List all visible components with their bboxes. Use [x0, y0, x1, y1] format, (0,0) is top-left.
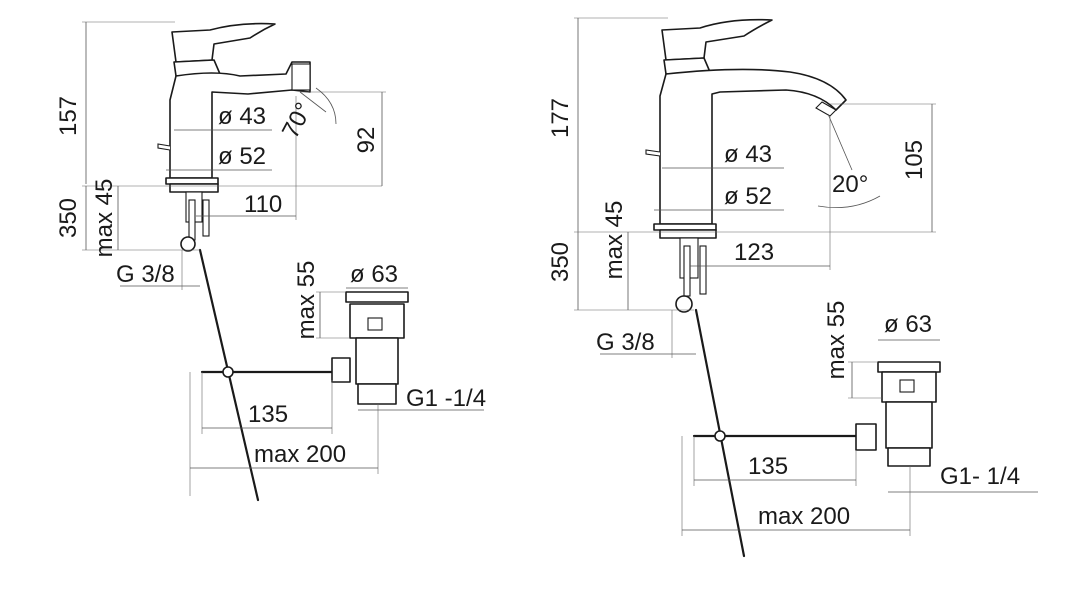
basin-angle-label: 20°	[832, 171, 868, 198]
basin-waste-body	[885, 401, 933, 449]
bidet-mixer-drawing: 157 70° ø 43 ø 52 92 max 45 350 110 G 3/…	[55, 21, 486, 502]
basin-base-ring	[653, 223, 717, 231]
bidet-thread-label: G1 -1/4	[406, 385, 486, 412]
basin-waste-tail	[887, 447, 931, 467]
bidet-height-label: 157	[55, 96, 82, 136]
bidet-d52-label: ø 52	[218, 143, 266, 170]
bidet-max55-label: max 55	[293, 261, 320, 340]
basin-lever-handle	[661, 18, 773, 61]
basin-hose-left	[683, 245, 691, 297]
basin-rod-clamp	[714, 430, 726, 442]
bidet-waste-slot	[367, 317, 383, 331]
basin-waste-slot	[899, 379, 915, 393]
basin-max55-label: max 55	[823, 301, 850, 380]
bidet-max200-label: max 200	[254, 441, 346, 468]
bidet-hose-right	[202, 199, 210, 237]
bidet-135-label: 135	[248, 401, 288, 428]
bidet-angle-arc	[315, 87, 337, 125]
basin-105-label: 105	[901, 140, 928, 180]
basin-hose-right	[699, 245, 707, 295]
basin-d63-label: ø 63	[884, 311, 932, 338]
bidet-angle-label: 70°	[277, 98, 318, 143]
basin-123-label: 123	[734, 239, 774, 266]
bidet-350-label: 350	[55, 198, 82, 238]
basin-135-label: 135	[748, 453, 788, 480]
basin-mixer-drawing: 177 ø 43 ø 52 20° 105 max 45 350 123 G 3…	[547, 17, 1038, 558]
bidet-d43-label: ø 43	[218, 103, 266, 130]
bidet-waste-flange	[345, 291, 409, 303]
basin-base-plate	[659, 229, 717, 239]
bidet-rod-nut	[331, 357, 351, 383]
bidet-body	[169, 61, 311, 179]
bidet-angle-ray	[299, 91, 327, 113]
basin-d52-label: ø 52	[724, 183, 772, 210]
bidet-d63-label: ø 63	[350, 261, 398, 288]
bidet-base-ring	[165, 177, 219, 185]
bidet-rod-clamp	[222, 366, 234, 378]
basin-popup-lever	[645, 149, 661, 157]
bidet-inlet-fitting	[180, 236, 196, 252]
bidet-base-plate	[169, 183, 219, 193]
bidet-92-label: 92	[353, 127, 380, 154]
basin-angle-arc	[817, 195, 881, 208]
basin-inlet-fitting	[675, 295, 693, 313]
basin-thread-label: G1- 1/4	[940, 463, 1020, 490]
basin-350-label: 350	[547, 242, 574, 282]
basin-angle-ray	[827, 113, 853, 171]
bidet-max45-label: max 45	[91, 179, 118, 258]
bidet-nozzle	[291, 63, 311, 91]
basin-d43-label: ø 43	[724, 141, 772, 168]
bidet-popup-lever	[157, 143, 171, 151]
basin-max200-label: max 200	[758, 503, 850, 530]
bidet-hose-left	[188, 199, 196, 241]
bidet-lever-handle	[171, 22, 276, 63]
basin-body-spout	[659, 68, 847, 225]
bidet-waste-tail	[357, 383, 397, 405]
basin-max45-label: max 45	[601, 201, 628, 280]
basin-g38-label: G 3/8	[596, 329, 655, 356]
basin-waste-flange	[877, 361, 941, 373]
bidet-110-label: 110	[244, 191, 282, 218]
bidet-g38-label: G 3/8	[116, 261, 175, 288]
bidet-waste-body	[355, 337, 399, 385]
basin-height-label: 177	[547, 98, 574, 138]
basin-rod-nut	[855, 423, 877, 451]
